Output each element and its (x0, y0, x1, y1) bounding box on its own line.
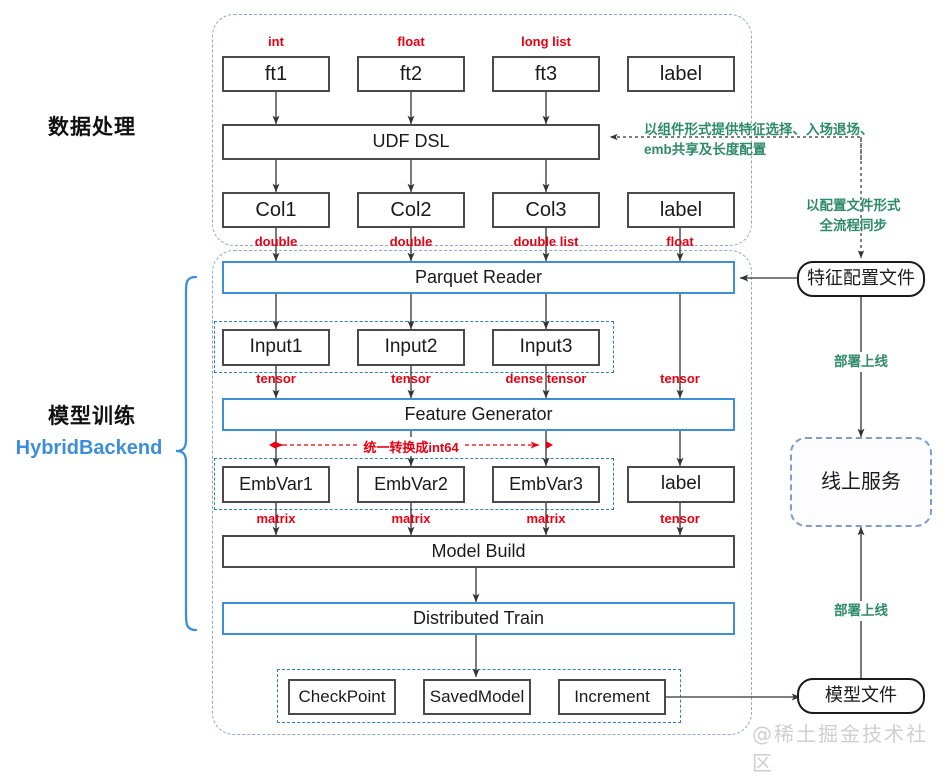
node-feature-generator[interactable]: Feature Generator (222, 398, 735, 431)
deploy-note-bottom: 部署上线 (830, 601, 892, 621)
node-model-file[interactable]: 模型文件 (797, 678, 925, 714)
node-increment[interactable]: Increment (558, 679, 666, 715)
input-type-1: tensor (391, 371, 431, 386)
emb-type-1: matrix (391, 511, 431, 526)
node-embvar2[interactable]: EmbVar2 (357, 466, 465, 503)
section-label-hybridbackend: HybridBackend (15, 437, 163, 459)
node-embvar1[interactable]: EmbVar1 (222, 466, 330, 503)
node-distributed-train[interactable]: Distributed Train (222, 602, 735, 635)
config-note: 以配置文件形式 全流程同步 (806, 198, 901, 233)
node-input3[interactable]: Input3 (492, 329, 600, 366)
column-type-1: double (389, 234, 433, 249)
section-label-data-processing: 数据处理 (48, 116, 136, 139)
feature-type-0: int (268, 34, 284, 49)
convert-note: 统一转换成int64 (359, 437, 463, 456)
component-note: 以组件形式提供特征选择、入场退场、 emb共享及长度配置 (644, 122, 874, 157)
input-label-type: tensor (660, 371, 700, 386)
node-ft2[interactable]: ft2 (357, 56, 465, 92)
node-ft1[interactable]: ft1 (222, 56, 330, 92)
node-input1[interactable]: Input1 (222, 329, 330, 366)
label-type: float (666, 234, 694, 249)
node-savedmodel[interactable]: SavedModel (423, 679, 531, 715)
watermark: @稀土掘金技术社区 (752, 722, 928, 775)
input-type-0: tensor (256, 371, 296, 386)
feature-type-2: long list (521, 34, 571, 49)
column-type-2: double list (513, 234, 579, 249)
node-feature-config-file[interactable]: 特征配置文件 (797, 261, 925, 297)
node-model-build[interactable]: Model Build (222, 535, 735, 568)
emb-type-2: matrix (526, 511, 566, 526)
emb-type-0: matrix (256, 511, 296, 526)
feature-type-1: float (397, 34, 425, 49)
node-label-raw[interactable]: label (627, 56, 735, 92)
node-col3[interactable]: Col3 (492, 192, 600, 228)
deploy-note-top: 部署上线 (830, 352, 892, 372)
node-ft3[interactable]: ft3 (492, 56, 600, 92)
section-label-model-training: 模型训练 (48, 405, 136, 428)
node-label-col[interactable]: label (627, 192, 735, 228)
input-type-2: dense tensor (505, 371, 587, 386)
emb-label-type: tensor (660, 511, 700, 526)
column-type-0: double (254, 234, 298, 249)
node-checkpoint[interactable]: CheckPoint (288, 679, 396, 715)
node-col2[interactable]: Col2 (357, 192, 465, 228)
node-online-service[interactable]: 线上服务 (790, 437, 932, 527)
node-input2[interactable]: Input2 (357, 329, 465, 366)
node-embvar3[interactable]: EmbVar3 (492, 466, 600, 503)
node-col1[interactable]: Col1 (222, 192, 330, 228)
node-parquet-reader[interactable]: Parquet Reader (222, 261, 735, 294)
node-label-emb[interactable]: label (627, 466, 735, 503)
node-udf-dsl[interactable]: UDF DSL (222, 124, 600, 160)
